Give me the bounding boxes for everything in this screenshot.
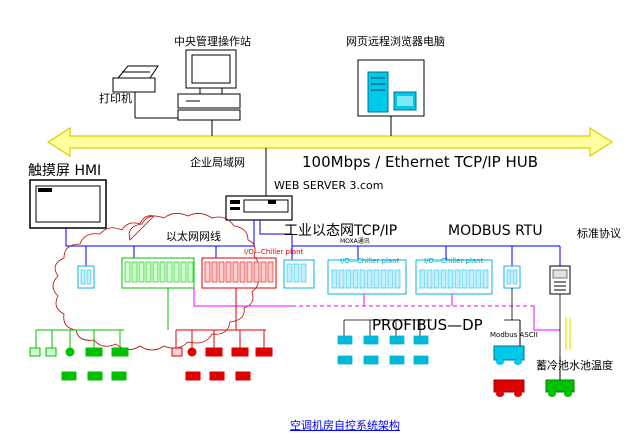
io-module-right	[503, 265, 521, 289]
moxa-label: MOXA通讯	[340, 238, 370, 245]
web-server-box	[225, 195, 293, 221]
chiller-plant-label-red: I/O—Chiller plant	[244, 248, 304, 256]
printer-icon	[112, 65, 159, 118]
storage-temp-label: 蓄冷池水池温度	[536, 359, 613, 372]
io-module-left	[77, 265, 95, 289]
web-server-label: WEB SERVER 3.com	[274, 179, 384, 192]
lan-backbone-arrow	[46, 126, 614, 158]
modbus-ascii-label: Modbus ASCII	[490, 331, 538, 339]
plc-rack-cyan-2	[327, 259, 407, 295]
plc-rack-green	[121, 257, 195, 289]
chiller-devices	[493, 320, 575, 397]
plc-rack-red	[201, 257, 277, 289]
workstation-icon	[135, 49, 241, 136]
modbus-rtu-label: MODBUS RTU	[448, 223, 543, 239]
chiller-plant-label-2: I/O—Chiller plant	[424, 257, 484, 265]
central-station-label: 中央管理操作站	[174, 35, 251, 48]
field-devices-red	[171, 288, 273, 381]
ethernet-cable-label: 以太网网线	[166, 230, 221, 243]
touchscreen-label: 触摸屏 HMI	[28, 163, 102, 179]
industrial-ethernet-label: 工业以态网TCP/IP	[284, 223, 398, 239]
web-browser-pc-label: 网页远程浏览器电脑	[346, 35, 445, 48]
diagram-title: 空调机房自控系统架构	[290, 419, 400, 432]
modbus-device	[549, 265, 571, 295]
field-devices-green	[29, 288, 169, 381]
field-devices-cyan	[337, 335, 429, 365]
hub-label: 100Mbps / Ethernet TCP/IP HUB	[302, 153, 539, 171]
standard-protocol-label: 标准协议	[577, 227, 621, 240]
plc-rack-cyan-3	[415, 259, 493, 295]
chiller-plant-label-1: I/O—Chiller plant	[340, 257, 400, 265]
touchscreen-hmi-icon	[29, 179, 107, 229]
field-bus-lines	[343, 288, 561, 356]
remote-browser-pc-icon	[357, 59, 425, 136]
profibus-bus	[193, 288, 560, 331]
temperature-sensor-wires	[565, 318, 571, 350]
profibus-label: PROFIBUS—DP	[372, 316, 483, 334]
ethernet-blue-lines	[65, 220, 561, 266]
printer-label: 打印机	[99, 92, 132, 105]
plc-rack-cyan-1	[283, 259, 315, 289]
lan-label: 企业局域网	[190, 156, 245, 169]
